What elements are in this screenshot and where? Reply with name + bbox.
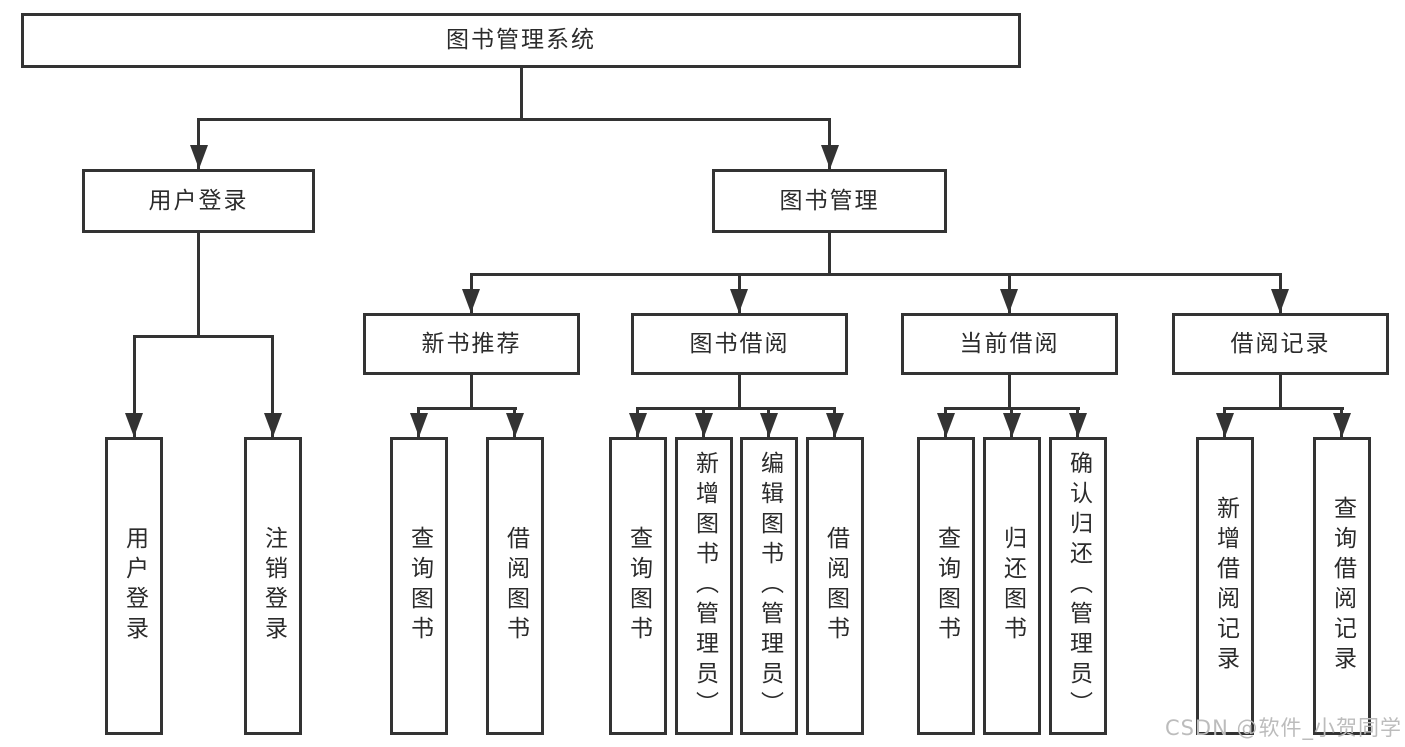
connector-line [738,375,741,407]
arrowhead-icon [1003,413,1021,437]
connector-line [197,233,200,335]
arrowhead-icon [629,413,647,437]
connector-line [1223,407,1344,410]
node-label: 当前借阅 [959,330,1060,357]
connector-line [520,68,523,118]
arrowhead-icon [190,145,208,169]
leaf-edit-books-admin: 编辑图书（管理员） [740,437,798,735]
arrowhead-icon [506,413,524,437]
connector-line [828,118,831,169]
leaf-query-borrow-record: 查询借阅记录 [1313,437,1371,735]
leaf-add-borrow-record: 新增借阅记录 [1196,437,1254,735]
leaf-label: 查询借阅记录 [1329,496,1356,676]
arrowhead-icon [760,413,778,437]
leaf-label: 新增图书（管理员） [691,451,718,721]
node-book-borrowing: 图书借阅 [631,313,848,375]
arrowhead-icon [264,413,282,437]
leaf-query-books-borrowing: 查询图书 [609,437,667,735]
node-library-system-root: 图书管理系统 [21,13,1021,68]
node-label: 图书借阅 [689,330,790,357]
leaf-query-books-current: 查询图书 [917,437,975,735]
leaf-user-login: 用户登录 [105,437,163,735]
node-new-book-recommend: 新书推荐 [363,313,580,375]
leaf-label: 编辑图书（管理员） [756,451,783,721]
arrowhead-icon [826,413,844,437]
connector-line [636,407,836,410]
node-label: 图书管理 [779,187,880,214]
arrowhead-icon [1000,289,1018,313]
arrowhead-icon [937,413,955,437]
csdn-watermark: CSDN @软件_小贺同学 [1164,716,1402,740]
node-book-management-branch: 图书管理 [712,169,947,233]
leaf-label: 借阅图书 [502,526,529,646]
connector-line [133,335,274,338]
connector-line [470,273,1282,276]
leaf-label: 确认归还（管理员） [1065,451,1092,721]
leaf-borrow-books-borrowing: 借阅图书 [806,437,864,735]
connector-line [1279,375,1282,407]
arrowhead-icon [695,413,713,437]
leaf-label: 注销登录 [260,526,287,646]
arrowhead-icon [410,413,428,437]
arrowhead-icon [462,289,480,313]
connector-line [197,118,200,169]
arrowhead-icon [821,145,839,169]
leaf-query-books-recommend: 查询图书 [390,437,448,735]
node-label: 借阅记录 [1230,330,1331,357]
arrowhead-icon [125,413,143,437]
connector-line [197,118,831,121]
leaf-label: 查询图书 [933,526,960,646]
leaf-label: 归还图书 [999,526,1026,646]
arrowhead-icon [730,289,748,313]
leaf-return-books: 归还图书 [983,437,1041,735]
connector-line [133,335,136,437]
leaf-label: 借阅图书 [822,526,849,646]
leaf-logout: 注销登录 [244,437,302,735]
leaf-label: 新增借阅记录 [1212,496,1239,676]
node-borrowing-records: 借阅记录 [1172,313,1389,375]
leaf-label: 查询图书 [625,526,652,646]
connector-line [1008,375,1011,407]
node-label: 新书推荐 [421,330,522,357]
leaf-label: 查询图书 [406,526,433,646]
leaf-add-books-admin: 新增图书（管理员） [675,437,733,735]
leaf-confirm-return-admin: 确认归还（管理员） [1049,437,1107,735]
connector-line [470,375,473,407]
node-label: 用户登录 [148,187,249,214]
arrowhead-icon [1216,413,1234,437]
node-user-login-branch: 用户登录 [82,169,315,233]
arrowhead-icon [1271,289,1289,313]
connector-line [417,407,517,410]
connector-line [271,335,274,437]
arrowhead-icon [1333,413,1351,437]
leaf-borrow-books-recommend: 借阅图书 [486,437,544,735]
node-current-borrowing: 当前借阅 [901,313,1118,375]
connector-line [828,233,831,273]
leaf-label: 用户登录 [121,526,148,646]
node-label: 图书管理系统 [446,27,596,53]
arrowhead-icon [1069,413,1087,437]
